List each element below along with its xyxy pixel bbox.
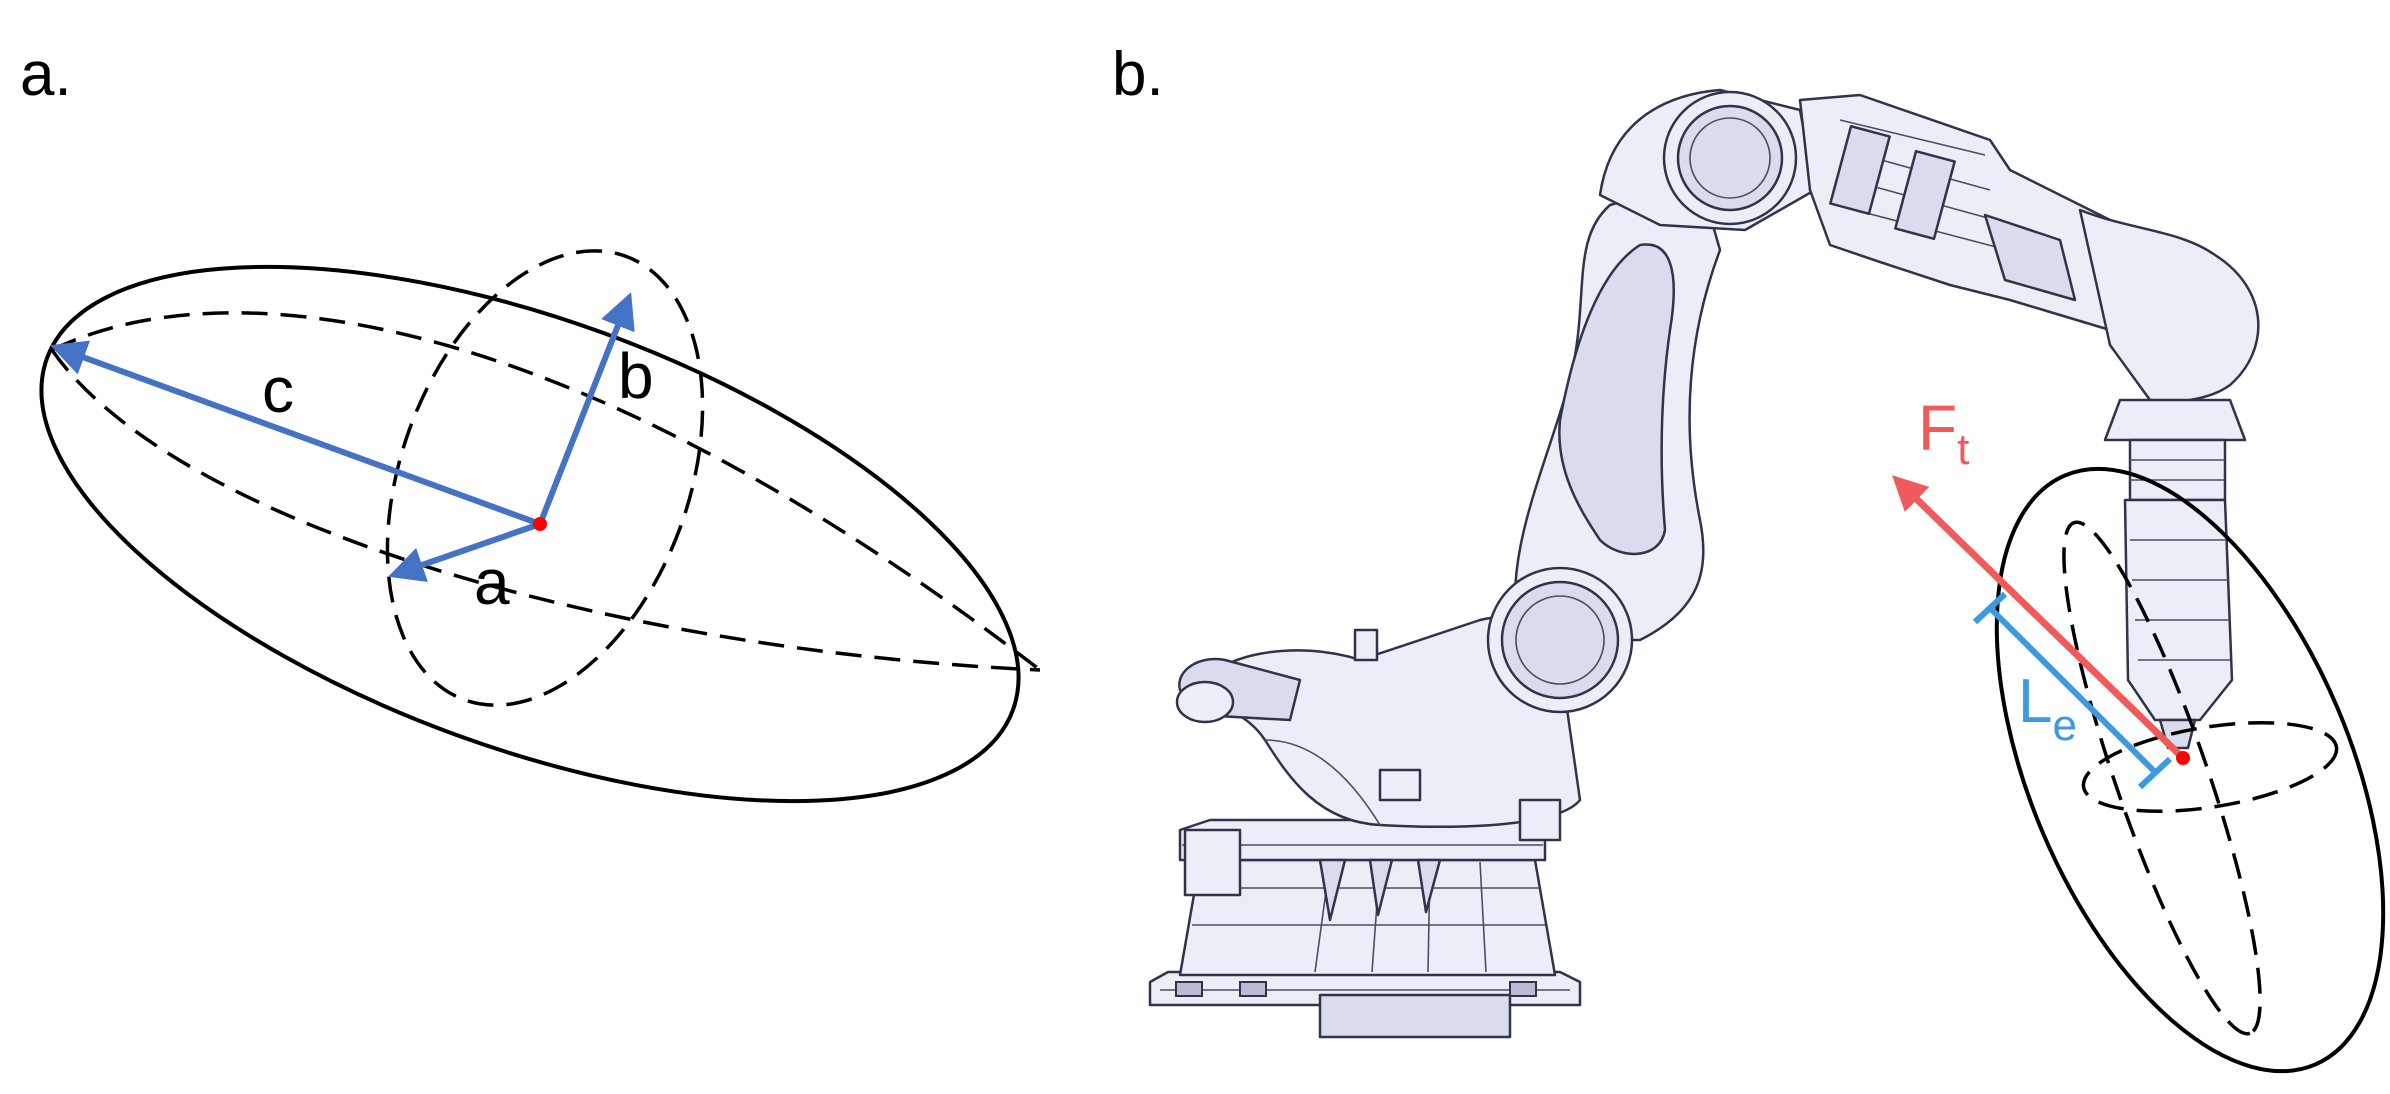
robot-tool-mount: [2128, 438, 2227, 502]
robot-base-foot: [1318, 993, 1512, 1039]
ellipsoid-outline: [39, 264, 1021, 804]
length-label: Le: [2018, 667, 2077, 750]
length-dimension: [1972, 591, 2173, 790]
robot-wrist-flange: [2103, 398, 2247, 442]
robot-spindle: [2123, 498, 2234, 722]
robot-lower-arm-cover: [1558, 243, 1675, 556]
ellipsoid-b: [1994, 466, 2386, 1074]
force-arrow: [1891, 475, 2186, 761]
force-symbol: F: [1918, 392, 1957, 464]
robot-wrist-housing: [2078, 208, 2260, 404]
length-symbol: L: [2018, 667, 2052, 736]
axis-c-label: c: [262, 354, 294, 426]
ellipsoid-b-equator: [2081, 720, 2339, 814]
length-dimension-tick-end: [2137, 756, 2173, 790]
panel-a-label: a.: [20, 40, 72, 109]
ellipsoid-b-outline: [1994, 466, 2386, 1074]
force-label: Ft: [1918, 392, 1969, 474]
axis-b-arrow: [537, 292, 635, 526]
panel-b: b.: [1112, 40, 2386, 1074]
panel-a: a. c b a: [20, 40, 1042, 804]
axis-a-label: a: [474, 546, 510, 618]
panel-b-label: b.: [1112, 40, 1164, 109]
length-subscript: e: [2052, 701, 2076, 750]
axis-c-arrow: [50, 340, 542, 527]
axis-b-label: b: [618, 340, 654, 412]
length-dimension-tick-start: [1972, 591, 2008, 625]
axis-a-arrow: [388, 521, 541, 582]
ellipsoid-a: [39, 249, 1042, 804]
ellipsoid-center-point: [533, 517, 547, 531]
ellipsoid-cross-section: [385, 249, 705, 707]
industrial-robot-illustration: [1148, 88, 2260, 1039]
length-dimension-line: [1987, 605, 2158, 775]
force-subscript: t: [1957, 425, 1969, 474]
semi-axes: [50, 292, 635, 582]
ellipsoid-b-meridian: [2062, 520, 2262, 1036]
force-origin-point: [2176, 751, 2190, 765]
ellipsoid-equator-back: [51, 311, 1042, 672]
